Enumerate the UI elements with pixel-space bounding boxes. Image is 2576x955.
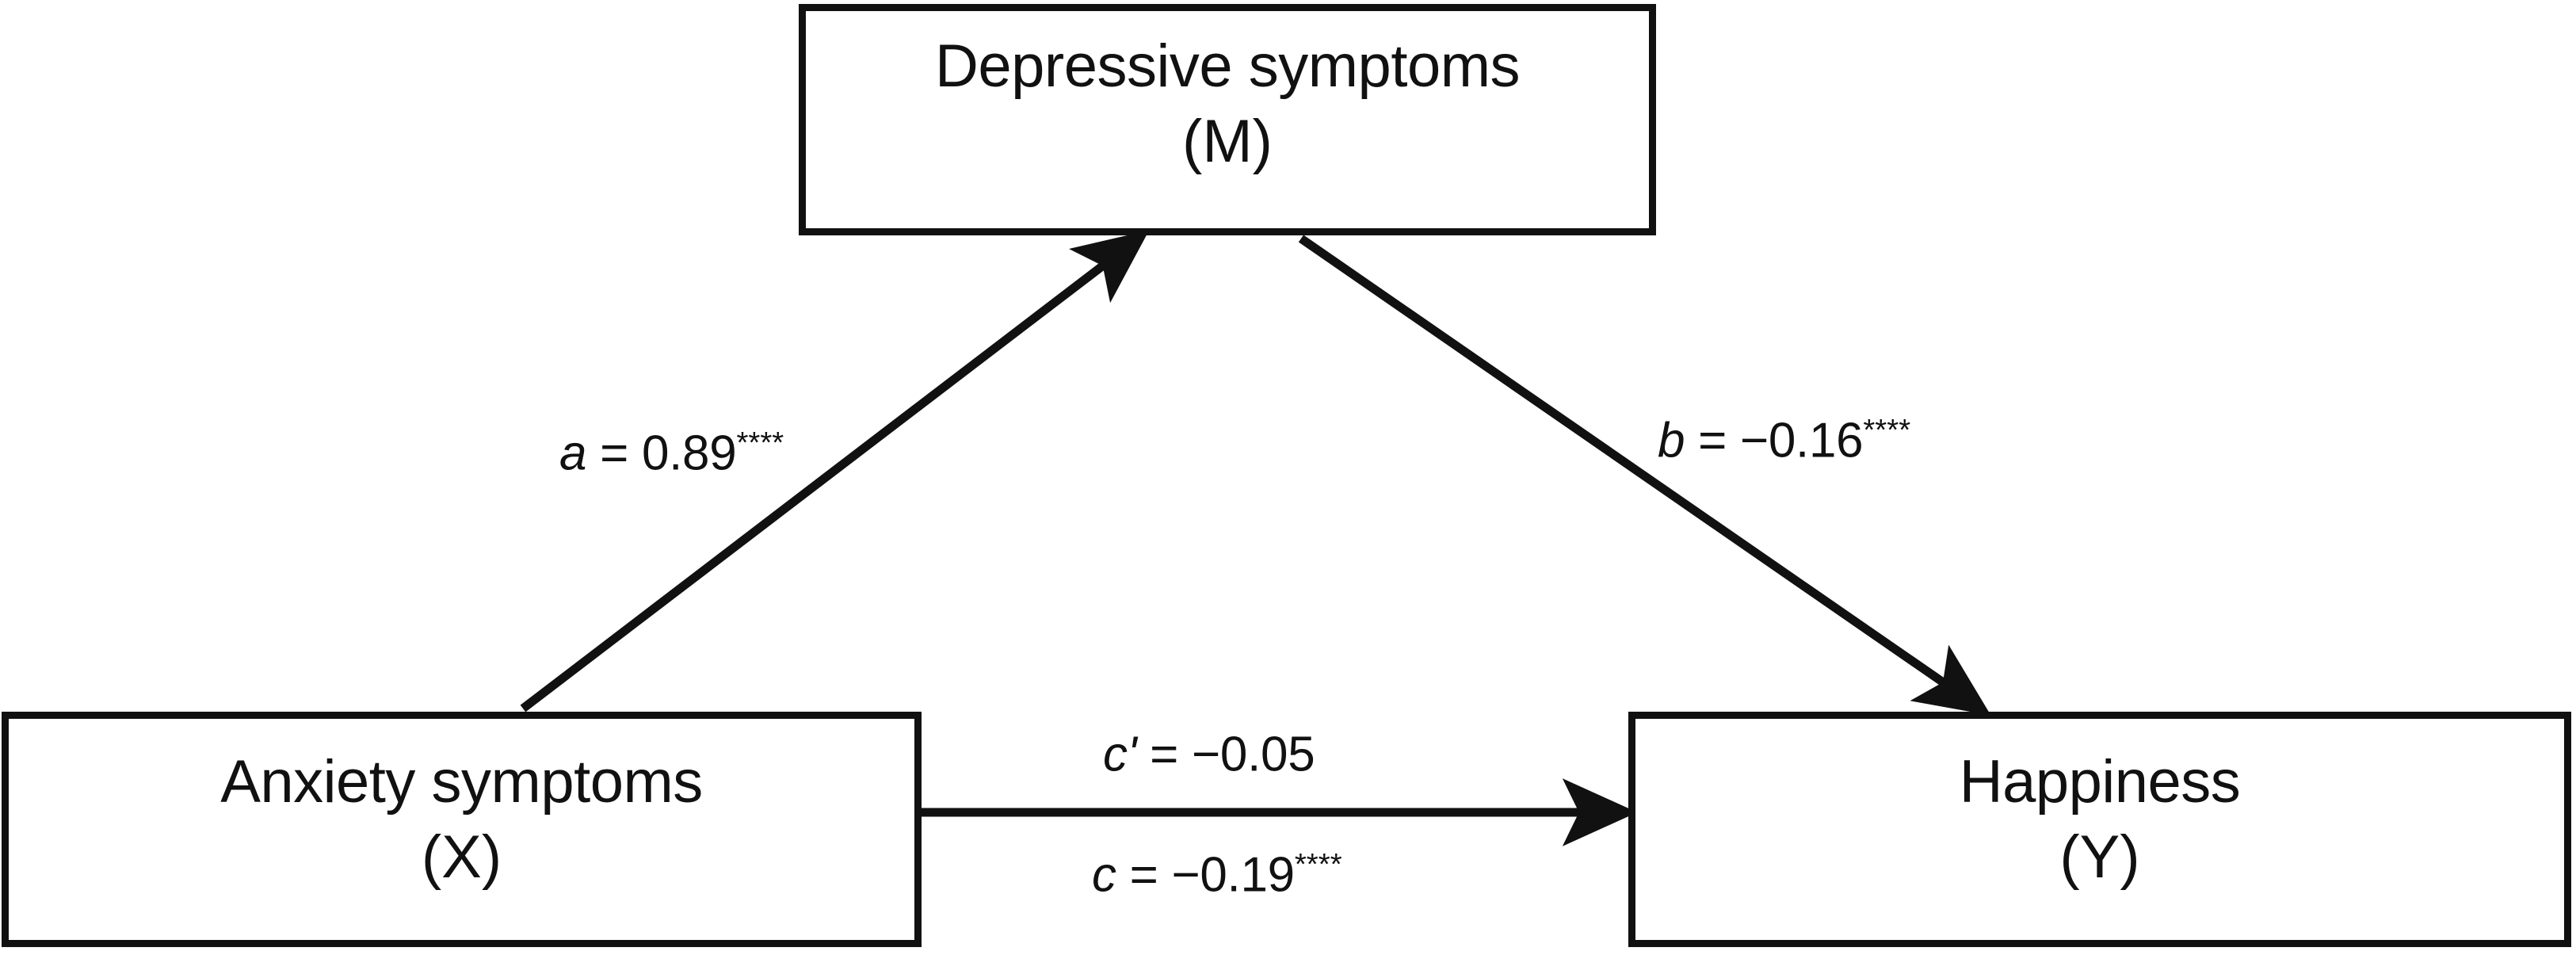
path-label-a: a = 0.89**** [559,426,784,481]
node-label-predictor-code: (X) [421,823,502,891]
path-significance-b: **** [1863,413,1911,447]
path-symbol-c-prime: c' [1103,727,1137,782]
node-box-mediator[interactable]: Depressive symptoms (M) [799,4,1656,235]
node-box-predictor[interactable]: Anxiety symptoms (X) [2,712,922,947]
path-coefficient-a: 0.89 [641,426,737,481]
path-arrow-a [520,230,1150,712]
node-label-outcome-name: Happiness [1959,747,2241,816]
path-equals-b: = [1685,413,1740,468]
path-significance-c: **** [1294,847,1342,881]
node-label-mediator-code: (M) [1182,108,1273,175]
path-coefficient-c-prime: −0.05 [1192,727,1315,782]
path-label-c-prime: c' = −0.05 [1103,729,1315,780]
node-label-predictor-name: Anxiety symptoms [220,747,703,816]
path-arrow-b [1298,235,1991,716]
path-coefficient-b: −0.16 [1739,413,1864,468]
path-symbol-c: c [1092,847,1116,903]
path-symbol-a: a [559,426,587,481]
node-box-outcome[interactable]: Happiness (Y) [1628,712,2571,947]
path-coefficient-c: −0.19 [1171,847,1295,903]
path-equals-c-prime: = [1136,727,1193,782]
path-symbol-b: b [1658,413,1685,468]
path-equals-a: = [586,426,642,481]
path-significance-a: **** [736,426,784,460]
path-equals-c: = [1116,847,1172,903]
node-label-outcome-code: (Y) [2059,823,2140,891]
node-label-mediator-name: Depressive symptoms [934,32,1521,101]
path-label-b: b = −0.16**** [1658,413,1911,468]
path-label-c: c = −0.19**** [1092,847,1342,903]
